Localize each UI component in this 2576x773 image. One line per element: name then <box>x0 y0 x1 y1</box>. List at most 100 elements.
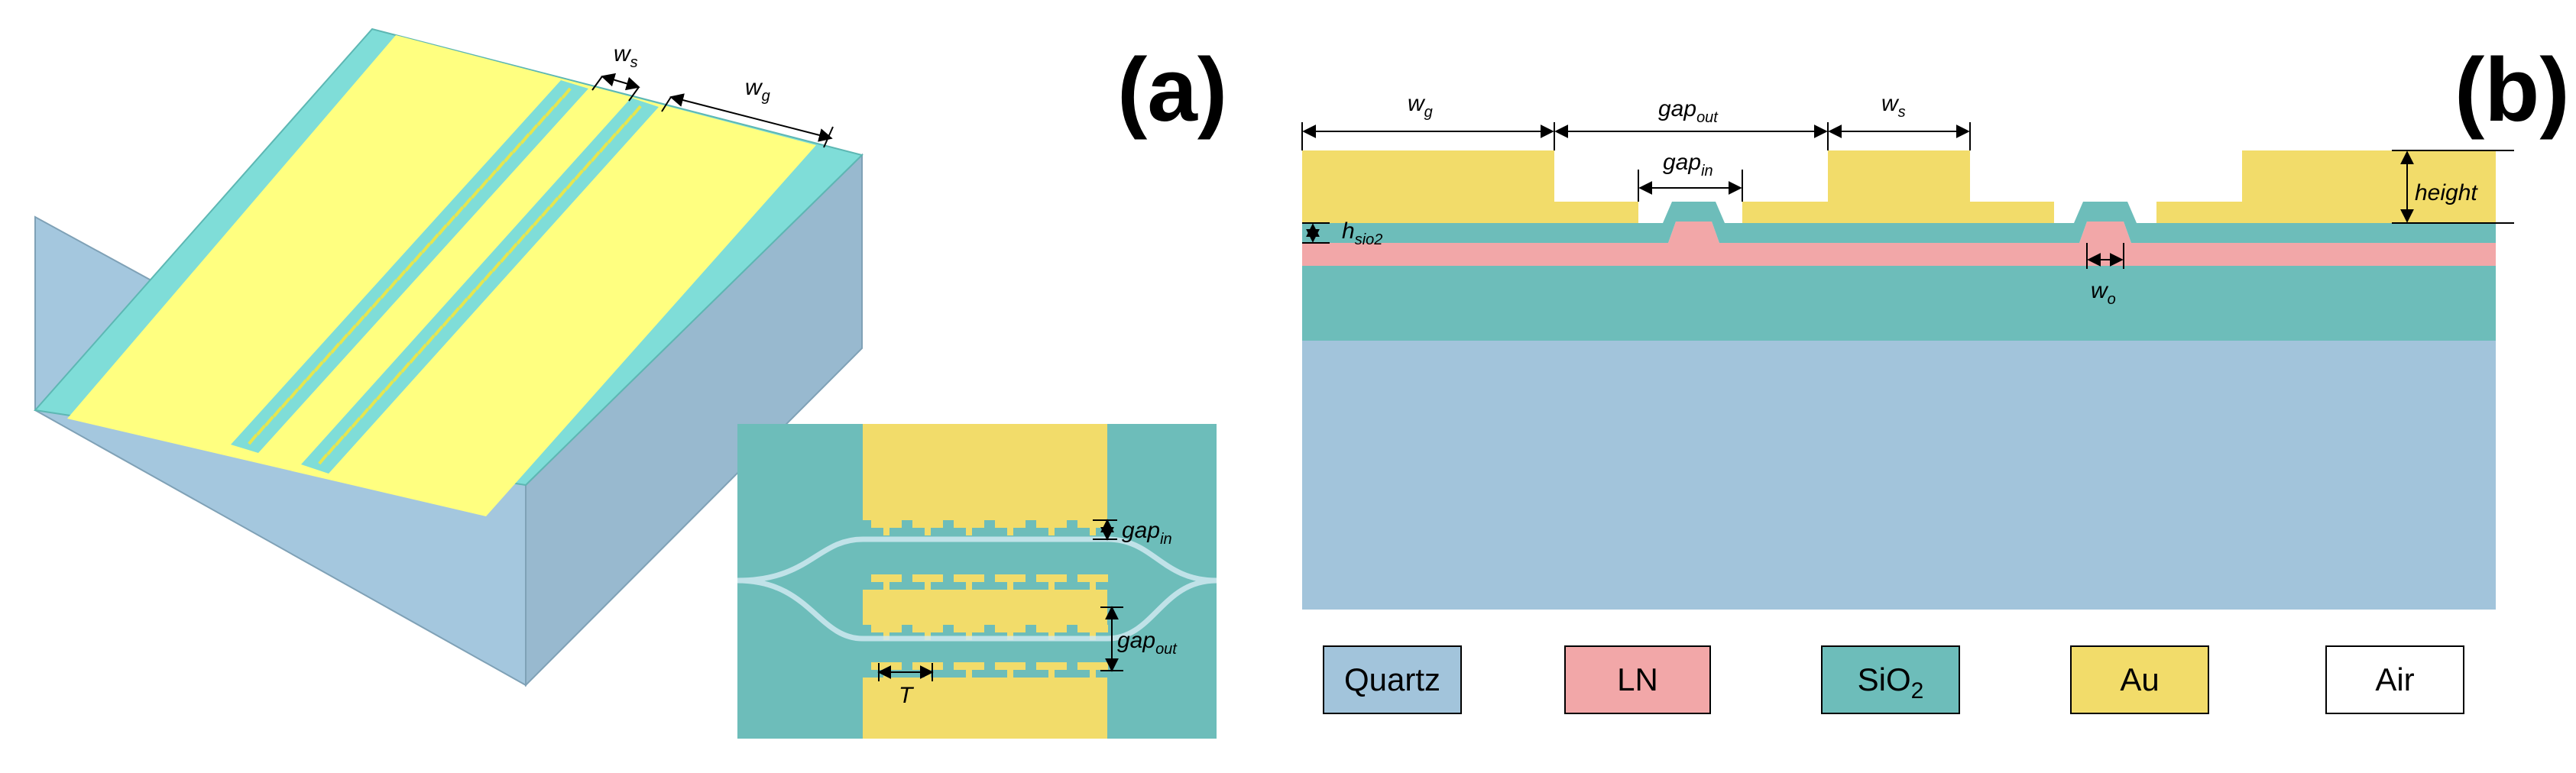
dim-wo-label-b: wo <box>2091 278 2116 308</box>
electrode-tooth-3d <box>416 343 427 355</box>
electrode-tooth <box>1007 670 1013 678</box>
svg-text:SiO2: SiO2 <box>1858 661 1924 703</box>
electrode-tooth-3d <box>346 324 357 336</box>
electrode-tooth-3d <box>520 133 530 144</box>
electrode-tooth <box>1090 582 1096 590</box>
electrode-tooth <box>966 670 972 678</box>
electrode-tooth-3d <box>322 351 332 364</box>
electrode-tooth-3d <box>396 270 407 281</box>
panel-a-label: (a) <box>1117 40 1227 141</box>
electrode-tooth-3d <box>297 379 308 390</box>
electrode-tooth <box>925 582 931 590</box>
electrode-tooth <box>871 574 902 582</box>
dim-gap-out-label-b: gapout <box>1658 96 1719 126</box>
electrode-tooth-3d <box>342 425 353 438</box>
electrode-ground-right <box>2242 150 2496 223</box>
electrode-tooth-3d <box>326 444 337 456</box>
electrode-tooth-3d <box>442 315 452 328</box>
layer-sio2-clad <box>1302 202 2496 243</box>
electrode-tooth-3d <box>536 115 547 126</box>
electrode-tooth <box>871 520 902 528</box>
electrode-tooth-3d <box>450 306 461 319</box>
legend-item-quartz: Quartz <box>1323 645 1462 714</box>
inset-waveguide <box>737 536 1217 642</box>
legend-item-sio2: SiO2 <box>1821 645 1960 714</box>
electrode-tooth <box>1036 574 1067 582</box>
electrode-tooth-3d <box>318 453 329 465</box>
electrode-signal <box>1828 150 1970 223</box>
electrode-tooth <box>1048 582 1055 590</box>
electrode-tooth <box>1090 670 1096 678</box>
electrode-tooth-3d <box>565 178 576 190</box>
electrode-tooth-3d <box>466 288 477 300</box>
electrode-tooth <box>966 528 972 535</box>
electrode-tooth <box>966 582 972 590</box>
electrode-tooth-3d <box>540 205 551 218</box>
electrode-tooth <box>871 625 902 632</box>
electrode-tooth-3d <box>475 279 485 291</box>
electrode-tooth-3d <box>504 151 514 163</box>
inset-gap-in-label: gapin <box>1122 518 1172 548</box>
electrode-tooth-3d <box>446 215 456 227</box>
electrode-tooth <box>1090 528 1096 535</box>
electrode-tooth-3d <box>478 178 489 190</box>
panel-a-3d-chip: ws wg <box>34 27 864 687</box>
electrode-tooth-3d <box>437 224 448 236</box>
electrode-tooth-3d <box>248 433 258 445</box>
electrode-tooth-3d <box>458 297 468 309</box>
material-legend: Quartz LN SiO2 Au Air <box>1323 645 2464 714</box>
electrode-tooth-3d <box>598 141 609 154</box>
electrode-tooth-3d <box>499 251 510 264</box>
dim-gap-in-label-b: gapin <box>1663 150 1713 180</box>
electrode-tooth <box>1077 520 1108 528</box>
electrode-tooth <box>1077 662 1108 670</box>
inset-period-label: T <box>899 683 915 708</box>
electrode-tooth <box>995 574 1026 582</box>
electrode-tooth <box>954 625 984 632</box>
chip-electrode-teeth <box>248 87 642 465</box>
electrode-tooth <box>995 520 1026 528</box>
electrode-tooth-3d <box>404 260 415 272</box>
legend-item-air: Air <box>2325 645 2464 714</box>
electrode-tooth-3d <box>462 196 473 209</box>
electrode-tooth-3d <box>368 398 378 410</box>
electrode-tooth <box>912 574 943 582</box>
electrode-tooth-3d <box>491 260 502 273</box>
electrode-tooth-3d <box>487 169 497 181</box>
electrode-tooth-3d <box>429 233 439 245</box>
panel-b-cross-section: wg gapout ws gapin height hsio2 wo <box>1301 91 2514 610</box>
dim-height-label-b: height <box>2415 180 2478 205</box>
electrode-tooth-3d <box>574 169 585 181</box>
electrode-tooth-3d <box>454 205 465 218</box>
electrode-tooth-3d <box>557 187 568 199</box>
electrode-tooth-3d <box>631 105 642 117</box>
electrode-tooth-3d <box>313 361 324 372</box>
electrode-tooth-3d <box>561 87 572 99</box>
electrode-tooth-3d <box>413 251 423 263</box>
electrode-tooth <box>871 662 902 670</box>
electrode-tooth-3d <box>351 416 361 429</box>
electrode-tooth-3d <box>272 406 283 418</box>
layer-sio2-bottom <box>1302 266 2496 341</box>
electrode-tooth-3d <box>495 160 506 172</box>
electrode-tooth <box>1007 528 1013 535</box>
dim-ws-label-a: ws <box>614 41 638 71</box>
electrode-tooth-3d <box>590 150 601 163</box>
electrode-tooth <box>883 670 889 678</box>
electrode-tooth <box>1077 625 1108 632</box>
electrode-tooth-3d <box>256 424 267 436</box>
dim-hsio2-label-b: hsio2 <box>1342 218 1382 248</box>
electrode-tooth-3d <box>400 361 411 374</box>
electrode-tooth-3d <box>363 306 374 318</box>
electrode-ground-left <box>1302 150 1554 223</box>
electrode-tooth-3d <box>380 287 390 299</box>
electrode-tooth-3d <box>330 342 341 354</box>
inset-gap-out-label: gapout <box>1117 628 1178 658</box>
electrode-tooth-3d <box>280 397 291 409</box>
legend-item-ln: LN <box>1564 645 1711 714</box>
layer-quartz <box>1302 341 2496 610</box>
electrode-tooth-3d <box>507 242 518 254</box>
electrode-tooth-3d <box>549 196 559 209</box>
electrode-tooth <box>912 520 943 528</box>
legend-item-au: Au <box>2070 645 2209 714</box>
